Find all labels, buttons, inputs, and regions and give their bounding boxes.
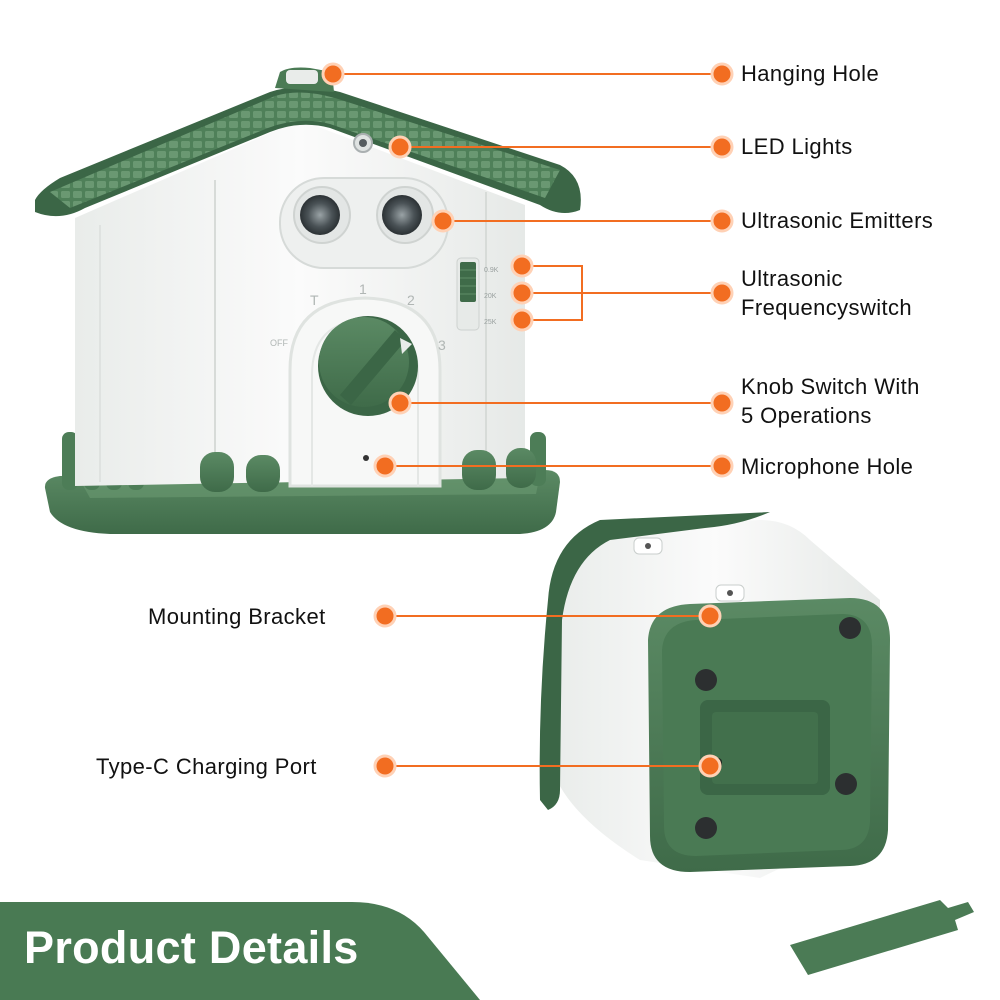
emitter-right-icon xyxy=(382,195,422,235)
orange-dot-icon xyxy=(510,281,534,305)
footer-banner xyxy=(0,902,480,1000)
freq-label-1: 0.9K xyxy=(484,267,499,274)
orange-dot-icon xyxy=(373,754,397,778)
orange-dot-icon xyxy=(710,454,734,478)
dial-mark-2: 2 xyxy=(407,292,415,308)
orange-dot-icon xyxy=(373,454,397,478)
callout-led-lights: LED Lights xyxy=(741,134,853,159)
callout-markers xyxy=(321,62,734,778)
footer-title: Product Details xyxy=(24,922,359,973)
frequency-switch[interactable] xyxy=(456,257,480,331)
orange-dot-icon xyxy=(710,391,734,415)
dial-mark-t: T xyxy=(310,292,319,308)
orange-dot-icon xyxy=(710,281,734,305)
orange-dot-icon xyxy=(321,62,345,86)
roof xyxy=(35,67,581,217)
orange-dot-icon xyxy=(698,604,722,628)
orange-dot-icon xyxy=(431,209,455,233)
callout-type-c-port: Type-C Charging Port xyxy=(96,754,317,779)
callout-knob-switch-line2: 5 Operations xyxy=(741,403,872,428)
orange-dot-icon xyxy=(710,135,734,159)
dial-mark-1: 1 xyxy=(359,281,367,297)
callout-microphone-hole: Microphone Hole xyxy=(741,454,914,479)
ultrasonic-emitters xyxy=(279,177,449,269)
dial-mark-3: 3 xyxy=(438,337,446,353)
mounting-bracket-icon xyxy=(633,537,745,602)
foot-pad xyxy=(695,669,717,691)
foot-pad xyxy=(835,773,857,795)
battery-cover xyxy=(790,900,974,975)
orange-dot-icon xyxy=(710,62,734,86)
front-fence xyxy=(200,448,536,492)
callout-frequency-switch-line1: Ultrasonic xyxy=(741,266,843,291)
birdhouse-device: 0.9K 20K 25K T 1 2 3 OFF xyxy=(35,67,581,534)
callout-frequency-switch-line2: Frequencyswitch xyxy=(741,295,913,320)
callout-ultrasonic-emitters: Ultrasonic Emitters xyxy=(741,208,934,233)
orange-dot-icon xyxy=(388,135,412,159)
callout-hanging-hole: Hanging Hole xyxy=(741,61,880,86)
emitter-left-icon xyxy=(300,195,340,235)
orange-dot-icon xyxy=(510,308,534,332)
orange-dot-icon xyxy=(710,209,734,233)
freq-label-3: 25K xyxy=(484,319,497,326)
rear-view-device xyxy=(539,512,890,878)
foot-pad xyxy=(839,617,861,639)
knob-switch[interactable] xyxy=(318,316,418,416)
orange-dot-icon xyxy=(510,254,534,278)
orange-dot-icon xyxy=(388,391,412,415)
freq-label-2: 20K xyxy=(484,293,497,300)
orange-dot-icon xyxy=(698,754,722,778)
foot-pad xyxy=(695,817,717,839)
dial-mark-off: OFF xyxy=(270,338,288,348)
orange-dot-icon xyxy=(373,604,397,628)
callout-knob-switch-line1: Knob Switch With xyxy=(741,374,920,399)
callout-lines xyxy=(333,73,722,767)
microphone-hole-icon xyxy=(363,455,369,461)
callout-mounting-bracket: Mounting Bracket xyxy=(148,604,326,629)
